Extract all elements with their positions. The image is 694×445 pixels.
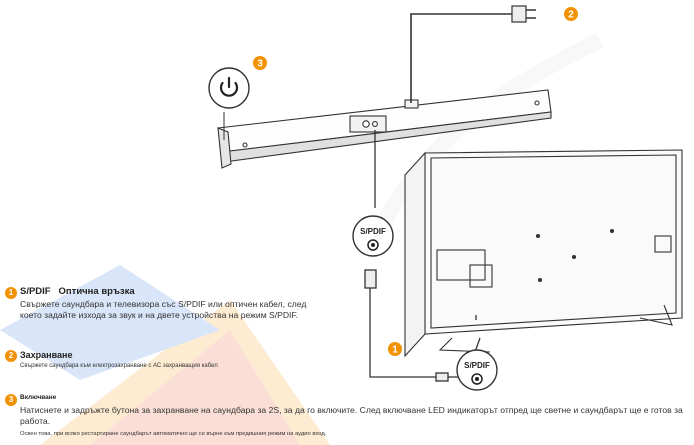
callout-badge-power: 3 bbox=[253, 56, 267, 70]
power-cable bbox=[410, 5, 536, 103]
spdif-callout-soundbar: S/PDIF bbox=[352, 215, 394, 257]
step-number-3: 3 bbox=[5, 394, 17, 406]
spdif-label-tv: S/PDIF bbox=[464, 361, 490, 370]
step-1-body: Свържете саундбара и телевизора със S/PD… bbox=[20, 299, 307, 320]
step-number-1: 1 bbox=[5, 287, 17, 299]
callout-number-power: 3 bbox=[257, 59, 263, 70]
step-number-2: 2 bbox=[5, 350, 17, 362]
spdif-label-soundbar: S/PDIF bbox=[360, 227, 386, 236]
soundbar bbox=[217, 89, 552, 169]
watermark bbox=[0, 32, 604, 445]
callout-badge-cable: 1 bbox=[388, 342, 402, 356]
power-button-callout bbox=[208, 67, 250, 140]
step-2-body: Свържете саундбара към електрозахранване… bbox=[20, 363, 218, 369]
callout-number-cable: 1 bbox=[392, 345, 398, 356]
step-2-title: Захранване bbox=[20, 350, 73, 360]
step-1-title: S/PDIF Оптична връзка bbox=[20, 286, 135, 297]
optical-cable bbox=[364, 130, 481, 382]
spdif-callout-tv: S/PDIF bbox=[456, 349, 498, 391]
callout-number-plug: 2 bbox=[568, 10, 574, 21]
callout-badge-plug: 2 bbox=[564, 7, 578, 21]
step-3-body: Натиснете и задръжте бутона за захранван… bbox=[20, 405, 683, 426]
step-3-note: Освен това, при всяко рестартиране саунд… bbox=[20, 431, 327, 437]
step-3-title: Включване bbox=[20, 394, 57, 401]
tv bbox=[404, 149, 683, 358]
